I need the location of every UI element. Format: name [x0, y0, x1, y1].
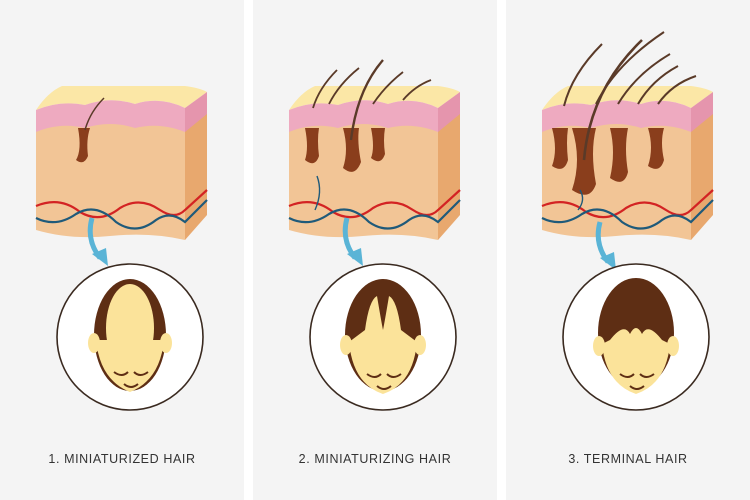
hair-strand [637, 65, 679, 105]
epidermis-layer [542, 100, 691, 132]
hair-follicle [343, 128, 361, 172]
hair-strand [617, 53, 671, 105]
capillary [577, 189, 584, 211]
epidermis-layer [36, 100, 185, 132]
epidermis-layer [289, 100, 438, 132]
panel-miniaturizing: 2. MINIATURIZING HAIR [253, 0, 497, 500]
hair-strand [657, 75, 697, 105]
hair-strand [372, 71, 404, 105]
arrow-head-icon [347, 248, 363, 266]
caption-miniaturizing: 2. MINIATURIZING HAIR [298, 452, 452, 466]
hair-follicle [572, 128, 596, 195]
epidermis-side [185, 92, 207, 132]
hair-follicle [305, 128, 319, 164]
skin-illustration-terminal [541, 31, 714, 411]
head-miniaturized [88, 279, 172, 392]
head-terminal [593, 278, 679, 394]
vein [541, 199, 714, 230]
hair-strand [328, 67, 360, 105]
skin-surface [289, 86, 460, 110]
hair-follicle [648, 128, 664, 169]
caption-miniaturized: 1. MINIATURIZED HAIR [48, 452, 196, 466]
hair-follicle [610, 128, 628, 182]
panel-miniaturized: 1. MINIATURIZED HAIR [0, 0, 244, 500]
hair-follicle [552, 128, 568, 169]
skin-illustration-miniaturized [35, 86, 208, 411]
skin-illustration-miniaturizing [288, 59, 461, 411]
skin-surface [36, 86, 207, 110]
skin-surface [542, 86, 713, 110]
hair-strand [84, 97, 105, 131]
caption-terminal: 3. TERMINAL HAIR [568, 452, 688, 466]
vein [288, 199, 461, 230]
hair-strand [402, 79, 432, 101]
dermis-front [289, 118, 438, 240]
arrow-head-icon [92, 248, 108, 266]
epidermis-side [691, 92, 713, 132]
panel-terminal: 3. TERMINAL HAIR [506, 0, 750, 500]
capillary [314, 175, 321, 211]
hair-follicle [371, 128, 385, 162]
hair-follicle [76, 128, 90, 163]
hair-strand [595, 31, 665, 105]
epidermis-side [438, 92, 460, 132]
hair-strand [312, 69, 338, 109]
arrow-head-icon [600, 252, 616, 270]
head-miniaturizing [340, 279, 426, 394]
hair-strand [563, 43, 603, 107]
dermis-front [36, 118, 185, 240]
vein [35, 199, 208, 230]
hair-strand [349, 59, 384, 141]
